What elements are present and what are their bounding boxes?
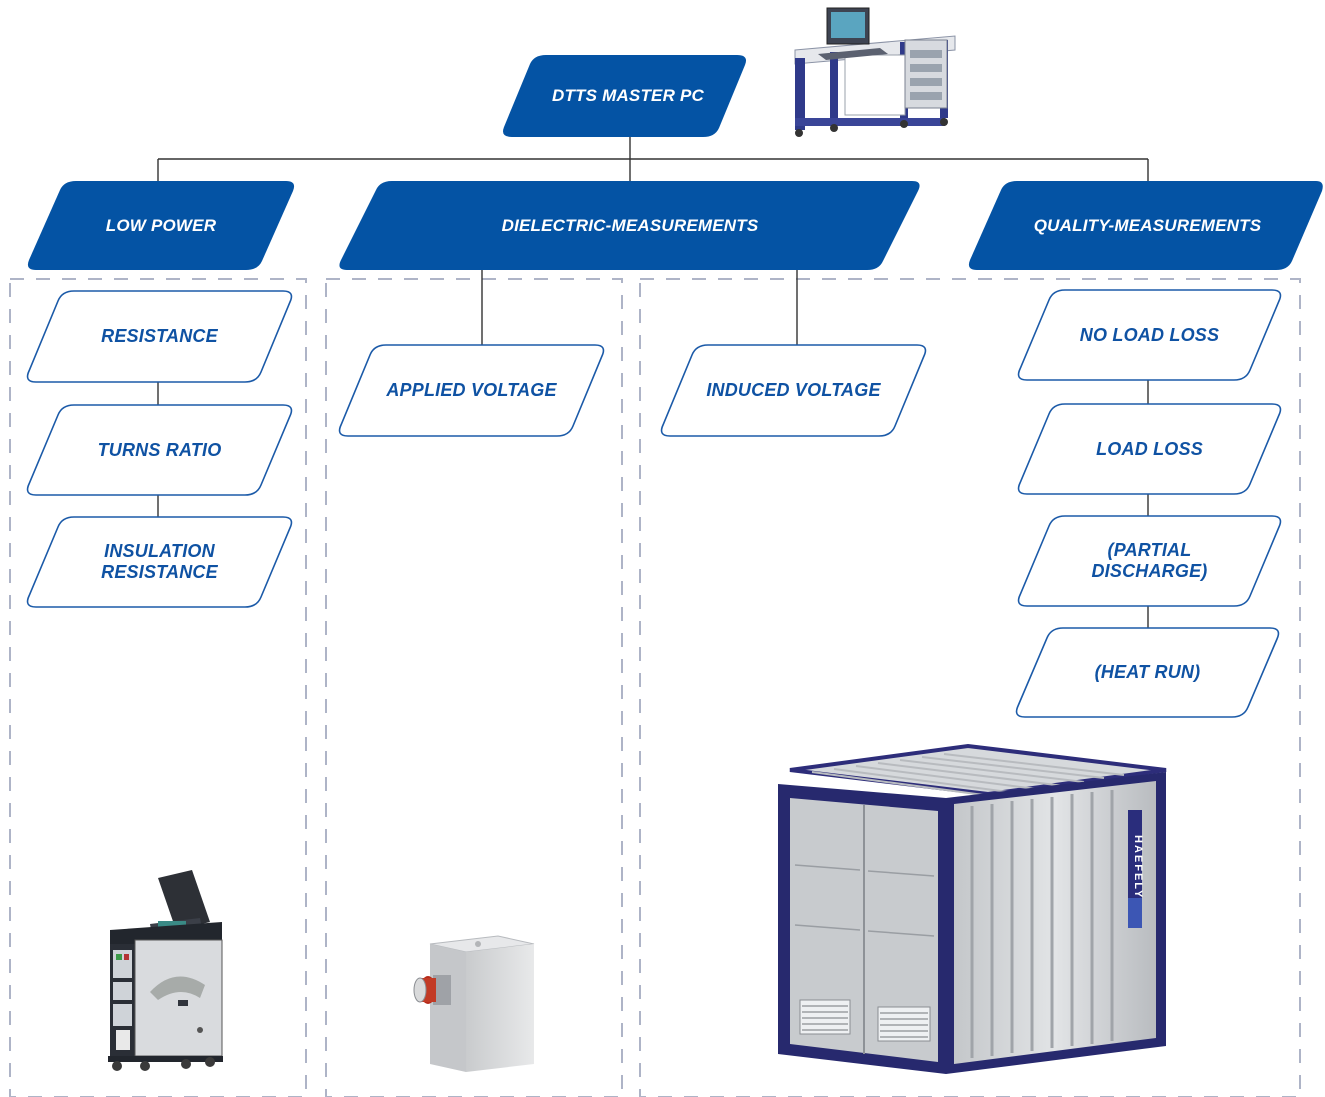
master-pc-illustration: [794, 7, 956, 137]
induced-and-quality-group-border: [639, 278, 1301, 1097]
turns-ratio-node-shape: [26, 404, 293, 496]
load-loss-node-shape: [1017, 403, 1282, 495]
container-illustration: [778, 743, 1167, 1074]
quality-node-shape: [968, 181, 1323, 270]
low-power-group-border: [9, 278, 307, 1097]
root-node-shape: [503, 55, 746, 137]
heat-run-node-shape: [1015, 627, 1280, 718]
dielectric-node-shape: [339, 181, 920, 270]
resistance-node-shape: [26, 290, 293, 383]
outlined-nodes: [26, 289, 1282, 718]
low-power-node-shape: [27, 181, 295, 270]
no-load-loss-node-shape: [1017, 289, 1282, 381]
induced-voltage-node-shape: [660, 344, 927, 437]
low-power-cart-illustration: [108, 870, 223, 1071]
applied-voltage-node-shape: [338, 344, 605, 437]
dashed-group-borders: [9, 278, 1301, 1097]
insulation-resistance-node-shape: [26, 516, 293, 608]
container-brand-label: HAEFELY: [1132, 835, 1144, 899]
filled-nodes: [27, 55, 1323, 270]
applied-voltage-group-border: [325, 278, 623, 1097]
partial-discharge-node-shape: [1017, 515, 1282, 607]
connector-lines: [157, 137, 1149, 628]
applied-voltage-unit-illustration: [413, 935, 535, 1072]
